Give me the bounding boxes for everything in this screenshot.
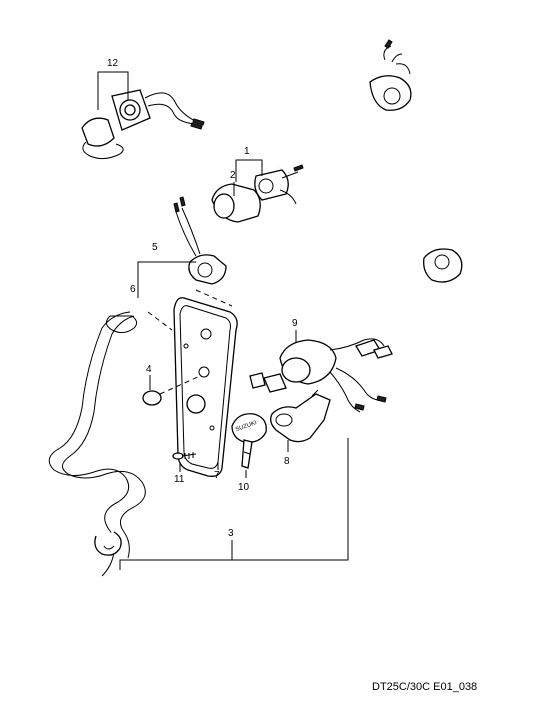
leader-5 [137, 261, 196, 298]
callout-7: 7 [214, 470, 220, 481]
callout-2: 2 [230, 170, 236, 181]
callout-12: 12 [107, 58, 119, 69]
part-5-switch [173, 196, 227, 285]
leader-12 [97, 71, 129, 110]
part-12-connector-plate [81, 89, 205, 160]
part-8-bracket [270, 389, 331, 443]
part-10-key: SUZUKI [231, 413, 267, 469]
callout-6: 6 [130, 284, 136, 295]
drawing-code: DT25C/30C E01_038 [372, 681, 477, 693]
callout-3: 3 [228, 528, 234, 539]
part-1-harness-cable [278, 39, 412, 172]
callout-5: 5 [152, 242, 158, 253]
leader-1 [235, 159, 263, 182]
part-2-plug [211, 164, 304, 223]
part-4-cap [142, 375, 201, 406]
callout-8: 8 [284, 456, 290, 467]
callout-9: 9 [292, 318, 298, 329]
part-9-ignition-switch [249, 248, 463, 413]
part-11-screw [172, 452, 197, 460]
leader-3-bracket [119, 438, 349, 570]
callout-10: 10 [238, 482, 250, 493]
part-7-panel-plate [173, 297, 238, 477]
callout-4: 4 [146, 364, 152, 375]
callout-1: 1 [244, 146, 250, 157]
part-6-lanyard [48, 311, 146, 577]
callout-11: 11 [174, 474, 185, 485]
